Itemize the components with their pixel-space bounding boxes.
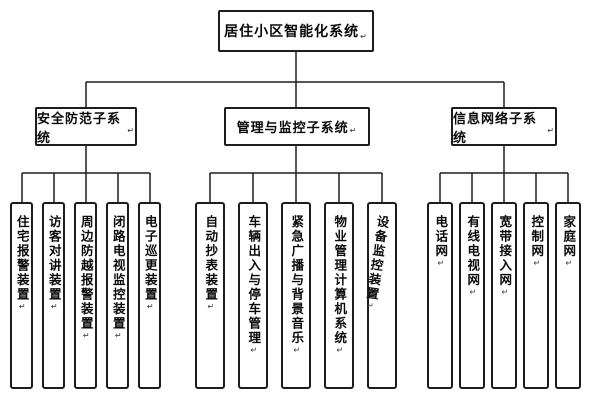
paragraph-mark: ↵ (49, 302, 59, 313)
paragraph-mark: ↵ (113, 331, 123, 342)
paragraph-mark: ↵ (360, 32, 368, 41)
leaf-label: 紧急广播与背景音乐↵ (289, 215, 304, 357)
leaf-node-cable-tv-network: 有线电视网↵ (459, 202, 485, 389)
leaf-node-vehicle-parking-management: 车辆出入与停车管理↵ (238, 202, 268, 389)
paragraph-mark: ↵ (145, 302, 155, 313)
root-node-residential-intelligent-system: 居住小区智能化系统↵ (218, 10, 374, 52)
leaf-node-broadband-access-network: 宽带接入网↵ (491, 202, 517, 389)
paragraph-mark: ↵ (436, 258, 446, 270)
paragraph-mark: ↵ (206, 302, 216, 313)
leaf-node-telephone-network: 电话网↵ (427, 202, 453, 389)
leaf-label: 闭路电视监控装置↵ (110, 215, 125, 342)
leaf-node-property-computer-system: 物业管理计算机系统↵ (324, 202, 354, 389)
paragraph-mark: ↵ (349, 126, 358, 135)
leaf-label: 周边防越报警装置↵ (78, 215, 93, 342)
subsystem-label: 信息网络子系统 (453, 110, 538, 145)
paragraph-mark: ↵ (292, 345, 302, 357)
leaf-label: 家庭网↵ (561, 215, 576, 270)
paragraph-mark: ↵ (335, 345, 345, 357)
paragraph-mark: ↵ (364, 300, 376, 313)
subsystem-label: 安全防范子系统 (37, 110, 122, 145)
leaf-node-perimeter-alarm: 周边防越报警装置↵ (74, 202, 97, 389)
paragraph-mark: ↵ (468, 287, 478, 299)
subsystem-node-information-network: 信息网络子系统 ↵ (451, 107, 557, 146)
leaf-label: 访客对讲装置↵ (46, 215, 61, 313)
paragraph-mark: ↵ (500, 287, 510, 299)
leaf-label: 车辆出入与停车管理↵ (246, 215, 261, 357)
leaf-node-home-network: 家庭网↵ (555, 202, 581, 389)
leaf-label: 设备监控装置↵ (363, 214, 390, 313)
leaf-node-electronic-patrol: 电子巡更装置↵ (138, 202, 161, 389)
leaf-label: 电话网↵ (433, 215, 448, 270)
leaf-label: 控制网↵ (529, 215, 544, 270)
leaf-label: 住宅报警装置↵ (14, 215, 29, 313)
leaf-node-emergency-broadcast-music: 紧急广播与背景音乐↵ (281, 202, 311, 389)
subsystem-node-management-monitoring: 管理与监控子系统↵ (224, 107, 370, 146)
leaf-node-visitor-intercom: 访客对讲装置↵ (42, 202, 65, 389)
paragraph-mark: ↵ (532, 258, 542, 270)
leaf-node-control-network: 控制网↵ (523, 202, 549, 389)
subsystem-label: 管理与监控子系统 (236, 120, 349, 135)
leaf-label: 有线电视网↵ (465, 215, 480, 299)
leaf-label: 物业管理计算机系统↵ (332, 215, 347, 357)
paragraph-mark: ↵ (564, 258, 574, 270)
paragraph-mark: ↵ (249, 345, 259, 357)
paragraph-mark: ↵ (17, 302, 27, 313)
leaf-label: 宽带接入网↵ (497, 215, 512, 299)
paragraph-mark: ↵ (81, 331, 91, 342)
leaf-node-auto-meter-reading: 自动抄表装置↵ (195, 202, 225, 389)
paragraph-mark: ↵ (547, 126, 555, 135)
leaf-node-home-alarm: 住宅报警装置↵ (10, 202, 33, 389)
paragraph-mark: ↵ (127, 126, 135, 135)
root-node-label: 居住小区智能化系统 (224, 23, 360, 39)
leaf-label: 电子巡更装置↵ (142, 215, 157, 313)
subsystem-node-security: 安全防范子系统 ↵ (35, 107, 137, 146)
leaf-node-equipment-monitoring: 设备监控装置↵ (363, 202, 397, 389)
leaf-label: 自动抄表装置↵ (203, 215, 218, 313)
leaf-node-cctv-monitoring: 闭路电视监控装置↵ (106, 202, 129, 389)
